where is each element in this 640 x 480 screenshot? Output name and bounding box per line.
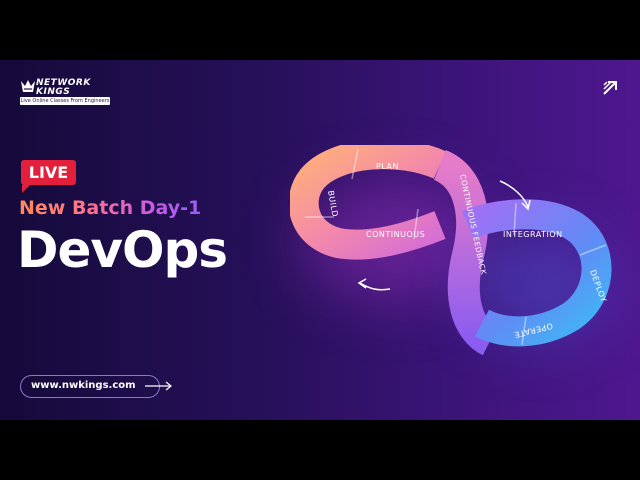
segment-dividers xyxy=(305,148,607,346)
course-title: DevOps xyxy=(17,221,228,279)
network-kings-logo: NETWORK KINGS Live Online Classes From E… xyxy=(20,79,112,107)
brand-tagline: Live Online Classes From Engineers xyxy=(20,97,110,105)
brand-name: NETWORK KINGS xyxy=(36,78,91,97)
loop-label-build: BUILD xyxy=(326,190,340,218)
website-url: www.nwkings.com xyxy=(31,380,136,391)
cycle-arrow-top xyxy=(499,180,529,208)
loop-right-band xyxy=(461,199,612,347)
loop-left-band xyxy=(290,145,447,260)
arrow-right-icon xyxy=(145,381,172,391)
batch-subtitle: New Batch Day-1 xyxy=(19,197,202,219)
live-badge: LIVE xyxy=(21,160,76,185)
loop-center-band xyxy=(432,150,499,356)
devops-infinity-loop: PLAN BUILD CONTINUOUS CONTINUOUS FEEDBAC… xyxy=(290,145,612,356)
loop-label-continuous: CONTINUOUS xyxy=(366,230,425,239)
cycle-arrow-bottom xyxy=(359,282,391,291)
cycle-arrowhead-bottom xyxy=(357,278,367,289)
cycle-arrowhead-top xyxy=(521,199,531,211)
video-thumbnail-banner: NETWORK KINGS Live Online Classes From E… xyxy=(0,60,640,420)
live-badge-tail xyxy=(22,185,30,193)
loop-label-plan: PLAN xyxy=(376,162,399,171)
loop-label-integration: INTEGRATION xyxy=(503,230,563,239)
website-link[interactable]: www.nwkings.com xyxy=(20,375,160,398)
crown-icon xyxy=(21,80,35,92)
arrow-logo-icon xyxy=(603,81,617,95)
